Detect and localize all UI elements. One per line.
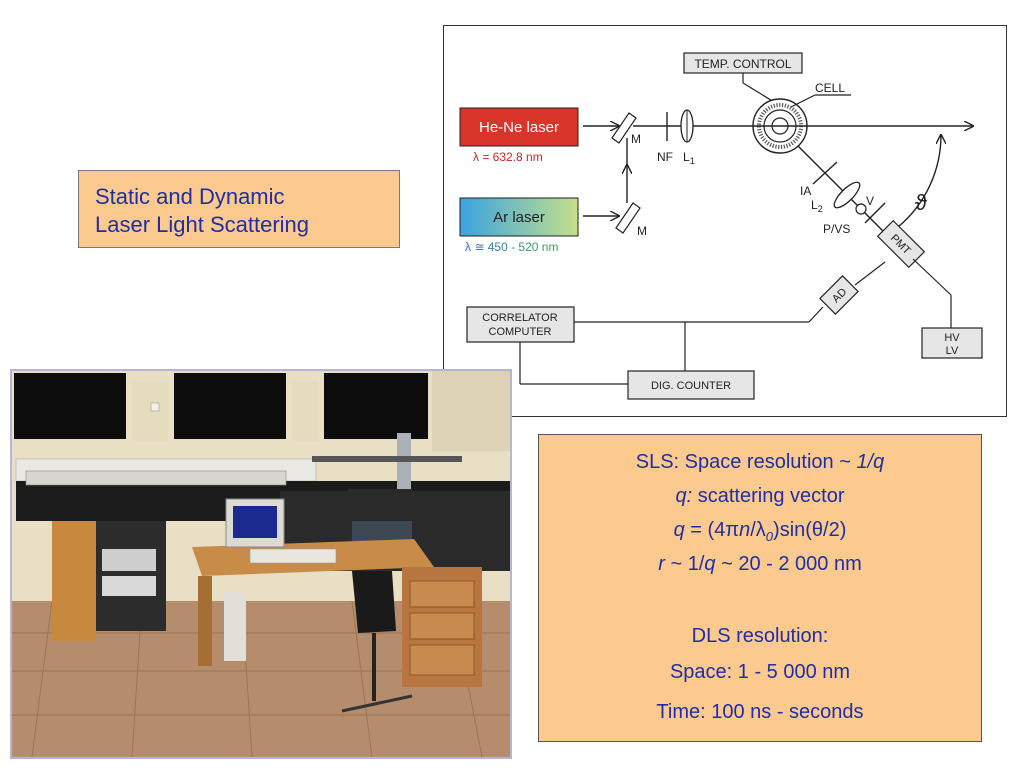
l2-subscript: 2 bbox=[818, 204, 823, 214]
l2-label: L bbox=[811, 198, 818, 212]
hene-wavelength: λ = 632.8 nm bbox=[473, 150, 543, 164]
polarizer bbox=[864, 202, 886, 224]
l1-label: L bbox=[683, 150, 690, 164]
hene-laser-label: He-Ne laser bbox=[479, 119, 559, 136]
pmt-box: PMT bbox=[876, 219, 926, 269]
lv-label: LV bbox=[946, 345, 959, 357]
mirror-top-label: M bbox=[631, 132, 641, 146]
mirror-bottom-label: M bbox=[637, 224, 647, 238]
digital-counter-box: DIG. COUNTER bbox=[627, 370, 755, 400]
formula-slash: /λ bbox=[750, 519, 766, 541]
r-q: q bbox=[704, 553, 716, 575]
theta-label: ϑ bbox=[915, 190, 927, 215]
keyboard bbox=[249, 548, 337, 564]
dig-counter-label: DIG. COUNTER bbox=[651, 380, 731, 392]
correlator-computer-box: CORRELATOR COMPUTER bbox=[466, 306, 575, 343]
laser-housing bbox=[25, 470, 287, 486]
title-box: Static and Dynamic Laser Light Scatterin… bbox=[78, 170, 400, 248]
temp-control-box: TEMP. CONTROL bbox=[683, 52, 803, 74]
ar-laser-label: Ar laser bbox=[493, 209, 545, 226]
lab-photo-illustration bbox=[12, 371, 510, 757]
hv-lv-box: HV LV bbox=[921, 327, 983, 359]
title-line-2: Laser Light Scattering bbox=[95, 212, 310, 237]
q-description: scattering vector bbox=[692, 485, 845, 507]
light-scattering-schematic: TEMP. CONTROL CELL He-Ne laser λ = 632.8… bbox=[459, 52, 983, 400]
svg-text:L1: L1 bbox=[683, 150, 695, 166]
r-range-line: r ~ 1/q ~ 20 - 2 000 nm bbox=[539, 553, 981, 576]
title-line-1: Static and Dynamic bbox=[95, 184, 285, 209]
sls-prefix: SLS: Space resolution ~ bbox=[635, 451, 857, 473]
formula-n: n bbox=[739, 519, 751, 541]
angle-arc bbox=[898, 135, 941, 227]
r-mid: ~ 1/ bbox=[664, 553, 705, 575]
formula-q: q bbox=[673, 519, 685, 541]
correlator-label-1: CORRELATOR bbox=[482, 312, 557, 324]
formula-zero: 0 bbox=[765, 529, 774, 544]
resolution-info-box: SLS: Space resolution ~ 1/q q: scatterin… bbox=[538, 434, 982, 742]
q-symbol: q: bbox=[675, 485, 693, 507]
r-symbol: r bbox=[658, 553, 665, 575]
lens-l2 bbox=[833, 181, 861, 209]
sls-value: 1/q bbox=[856, 451, 885, 473]
v-aperture bbox=[855, 203, 867, 215]
window-right bbox=[324, 373, 428, 439]
ia-label: IA bbox=[800, 184, 811, 198]
svg-text:L2: L2 bbox=[811, 198, 823, 214]
formula-eq: = (4π bbox=[684, 519, 740, 541]
window-middle bbox=[174, 373, 286, 439]
r-range: ~ 20 - 2 000 nm bbox=[715, 553, 862, 575]
window-left bbox=[14, 373, 126, 439]
temp-control-label: TEMP. CONTROL bbox=[694, 57, 791, 71]
hv-label: HV bbox=[944, 332, 960, 344]
v-label: V bbox=[866, 194, 874, 208]
lab-setup-photo bbox=[10, 369, 512, 759]
mirror-bottom bbox=[615, 202, 641, 234]
dls-title: DLS resolution: bbox=[691, 625, 829, 647]
l1-subscript: 1 bbox=[690, 156, 695, 166]
iris-aperture bbox=[812, 161, 838, 185]
sls-resolution-line: SLS: Space resolution ~ 1/q bbox=[539, 451, 981, 474]
scattering-vector-line: q: scattering vector bbox=[539, 485, 981, 508]
ar-wavelength: λ ≅ 450 - 520 nm bbox=[465, 240, 558, 254]
correlator-label-2: COMPUTER bbox=[489, 326, 552, 338]
nf-label: NF bbox=[657, 150, 673, 164]
dls-time: Time: 100 ns - seconds bbox=[656, 701, 864, 723]
pvs-label: P/VS bbox=[823, 222, 850, 236]
cell-label: CELL bbox=[815, 81, 845, 95]
mirror-top bbox=[611, 112, 637, 144]
dls-space: Space: 1 - 5 000 nm bbox=[669, 661, 851, 683]
ar-laser-box: Ar laser bbox=[459, 197, 579, 237]
ad-box: AD bbox=[819, 275, 859, 315]
chair bbox=[352, 571, 396, 633]
hene-laser-box: He-Ne laser bbox=[459, 107, 579, 147]
q-formula-line: q = (4πn/λ0)sin(θ/2) bbox=[539, 519, 981, 544]
formula-rest: )sin(θ/2) bbox=[773, 519, 847, 541]
